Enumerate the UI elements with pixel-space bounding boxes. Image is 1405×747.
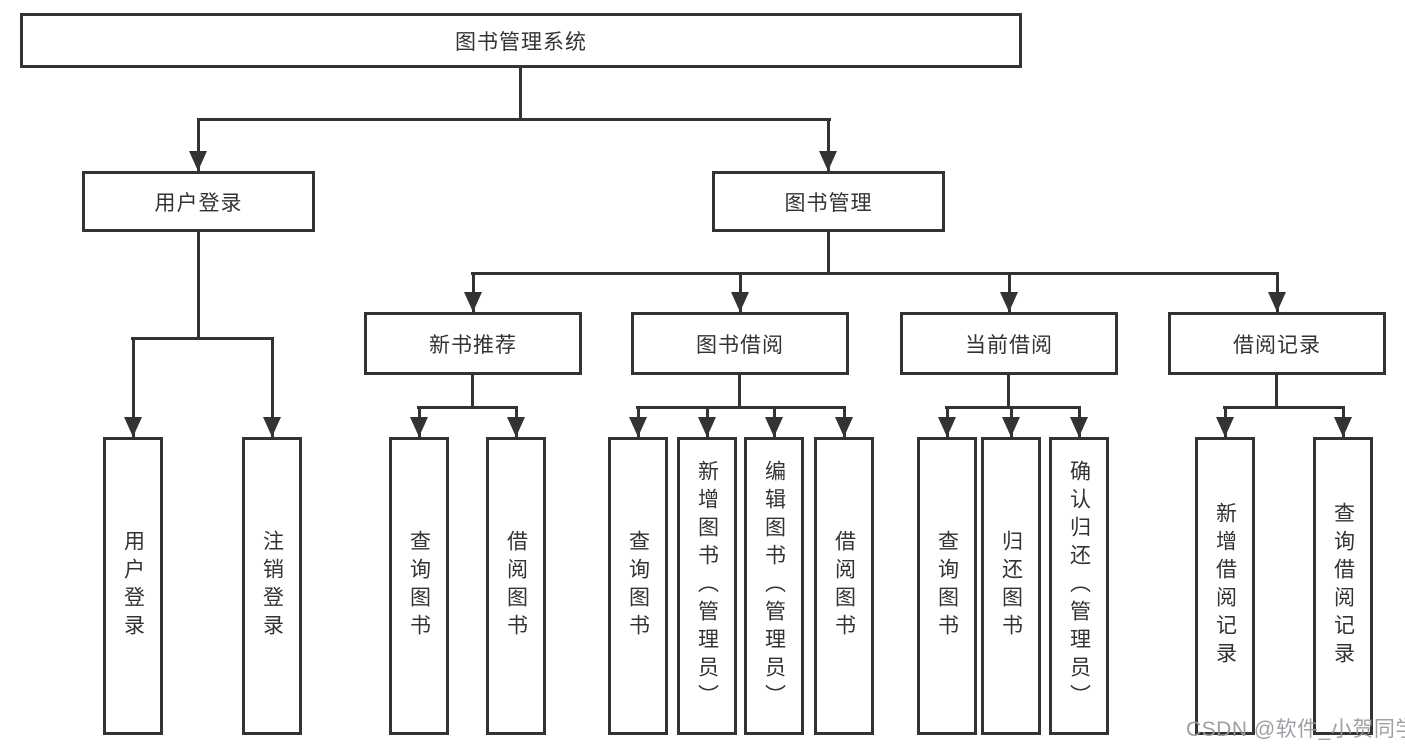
arrow-to-new-book-recommend	[464, 275, 482, 312]
leaf-cb-return-books: 归还图书	[981, 437, 1041, 735]
connector-new-book-recommend-stem	[471, 373, 474, 409]
node-borrowing-records: 借阅记录	[1168, 312, 1386, 375]
leaf-cb-confirm-return-admin: 确认归还（管理员）	[1049, 437, 1109, 735]
node-root-label: 图书管理系统	[455, 30, 587, 54]
arrow-to-bb-query-books	[629, 409, 647, 437]
arrow-to-nb-borrow-books	[507, 409, 525, 437]
connector-book-management-stem	[827, 230, 830, 275]
arrow-to-borrowing-records	[1268, 275, 1286, 312]
leaf-bb-borrow-books: 借阅图书	[814, 437, 874, 735]
arrow-to-bb-edit-books	[765, 409, 783, 437]
arrow-to-leaf-logout	[263, 340, 281, 437]
arrow-to-book-borrowing	[731, 275, 749, 312]
arrow-to-book-management	[819, 121, 837, 171]
arrow-to-leaf-login	[124, 340, 142, 437]
leaf-br-query-record: 查询借阅记录	[1313, 437, 1373, 735]
node-book-management: 图书管理	[712, 171, 945, 232]
connector-new-book-recommend-rail	[417, 406, 518, 409]
arrow-to-nb-query-books	[410, 409, 428, 437]
connector-current-borrowing-rail	[945, 406, 1081, 409]
leaf-cb-query-books-label: 查询图书	[935, 530, 959, 642]
node-borrowing-records-label: 借阅记录	[1233, 333, 1321, 357]
leaf-bb-query-books: 查询图书	[608, 437, 668, 735]
arrow-to-cb-confirm-return	[1070, 409, 1088, 437]
node-user-login-label: 用户登录	[154, 191, 243, 215]
node-current-borrowing-label: 当前借阅	[965, 333, 1053, 357]
connector-book-management-rail	[471, 272, 1279, 275]
connector-root-rail	[197, 118, 831, 121]
leaf-logout: 注销登录	[242, 437, 302, 735]
arrow-to-user-login	[189, 121, 207, 171]
leaf-br-add-record: 新增借阅记录	[1195, 437, 1255, 735]
node-book-management-label: 图书管理	[784, 191, 873, 215]
leaf-bb-borrow-books-label: 借阅图书	[832, 530, 856, 642]
arrow-to-br-query-record	[1334, 409, 1352, 437]
connector-current-borrowing-stem	[1007, 373, 1010, 409]
connector-root-stem	[519, 66, 522, 121]
leaf-br-add-record-label: 新增借阅记录	[1213, 502, 1237, 670]
connector-borrowing-records-stem	[1275, 373, 1278, 409]
leaf-cb-return-books-label: 归还图书	[999, 530, 1023, 642]
node-book-borrowing: 图书借阅	[631, 312, 849, 375]
node-current-borrowing: 当前借阅	[900, 312, 1118, 375]
leaf-nb-query-books-label: 查询图书	[407, 530, 431, 642]
leaf-cb-confirm-return-admin-label: 确认归还（管理员）	[1067, 460, 1091, 712]
node-user-login: 用户登录	[82, 171, 315, 232]
leaf-br-query-record-label: 查询借阅记录	[1331, 502, 1355, 670]
leaf-cb-query-books: 查询图书	[917, 437, 977, 735]
connector-borrowing-records-rail	[1223, 406, 1345, 409]
leaf-nb-borrow-books: 借阅图书	[486, 437, 546, 735]
arrow-to-bb-borrow-books	[835, 409, 853, 437]
leaf-bb-edit-books-admin-label: 编辑图书（管理员）	[762, 460, 786, 712]
leaf-nb-query-books: 查询图书	[389, 437, 449, 735]
leaf-bb-query-books-label: 查询图书	[626, 530, 650, 642]
connector-user-login-stem	[197, 230, 200, 340]
connector-user-login-rail	[131, 337, 274, 340]
arrow-to-cb-return-books	[1002, 409, 1020, 437]
arrow-to-bb-add-books	[698, 409, 716, 437]
node-new-book-recommend-label: 新书推荐	[429, 333, 517, 357]
node-book-borrowing-label: 图书借阅	[696, 333, 784, 357]
leaf-logout-label: 注销登录	[260, 530, 284, 642]
arrow-to-cb-query-books	[938, 409, 956, 437]
arrow-to-br-add-record	[1216, 409, 1234, 437]
leaf-nb-borrow-books-label: 借阅图书	[504, 530, 528, 642]
leaf-user-login: 用户登录	[103, 437, 163, 735]
leaf-bb-add-books-admin: 新增图书（管理员）	[677, 437, 737, 735]
node-root: 图书管理系统	[20, 13, 1022, 68]
arrow-to-current-borrowing	[1000, 275, 1018, 312]
csdn-watermark: CSDN @软件_小贺同学	[1186, 718, 1405, 741]
connector-book-borrowing-rail	[636, 406, 846, 409]
node-new-book-recommend: 新书推荐	[364, 312, 582, 375]
leaf-bb-edit-books-admin: 编辑图书（管理员）	[744, 437, 804, 735]
leaf-user-login-label: 用户登录	[121, 530, 145, 642]
connector-book-borrowing-stem	[738, 373, 741, 409]
leaf-bb-add-books-admin-label: 新增图书（管理员）	[695, 460, 719, 712]
